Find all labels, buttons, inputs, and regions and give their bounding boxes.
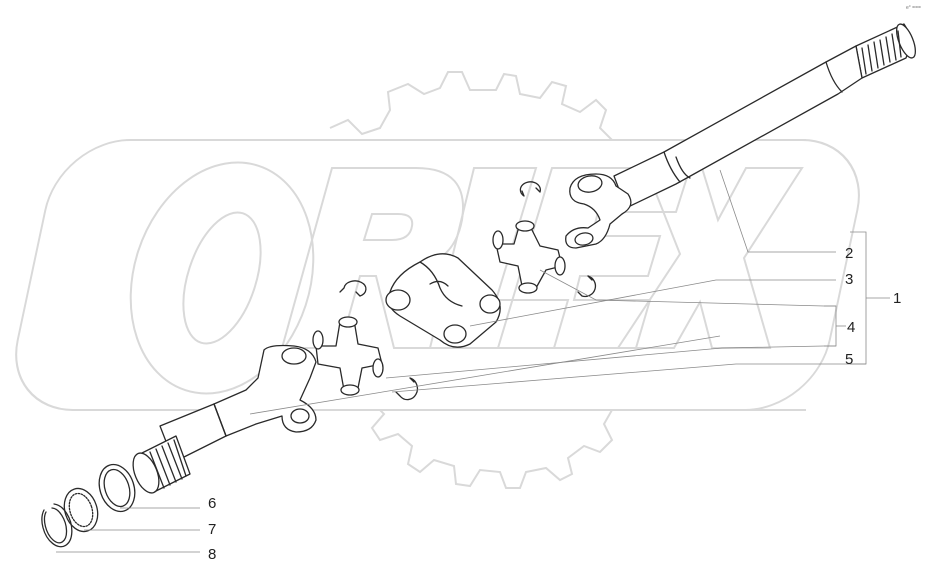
axle-shaft-with-yoke [565,23,917,249]
watermark-gear [329,71,806,489]
watermark-letter-o [129,161,315,395]
retaining-ring [41,503,73,548]
snap-ring-mid-1 [339,280,367,297]
snap-ring-upper-1 [519,181,542,197]
watermark-logo [15,71,860,489]
thrust-washer [98,463,136,513]
callout-8: 8 [208,546,216,563]
universal-joint-cross-lower [312,316,384,396]
callout-4: 4 [847,319,855,336]
leader-lines [56,169,890,553]
callout-2: 2 [845,245,853,262]
snap-ring-upper-2 [577,275,597,298]
callout-1: 1 [893,290,901,307]
watermark-letter-l [428,167,570,349]
universal-joint-cross-upper [492,220,566,294]
double-yoke-coupling [385,253,501,348]
callout-7: 7 [208,521,216,538]
shaft-yoke [565,173,632,249]
callout-3: 3 [845,271,853,288]
callout-labels: 2 3 4 5 1 6 7 8 [208,245,901,563]
snap-ring-mid-2 [395,377,419,401]
corner-mark: e° === [906,5,921,11]
needle-bearing [63,487,99,533]
watermark-box [15,139,860,411]
callout-5: 5 [845,351,853,368]
callout-6: 6 [208,495,216,512]
watermark-letter-x [616,167,804,349]
stub-shaft-with-yoke [132,344,317,494]
